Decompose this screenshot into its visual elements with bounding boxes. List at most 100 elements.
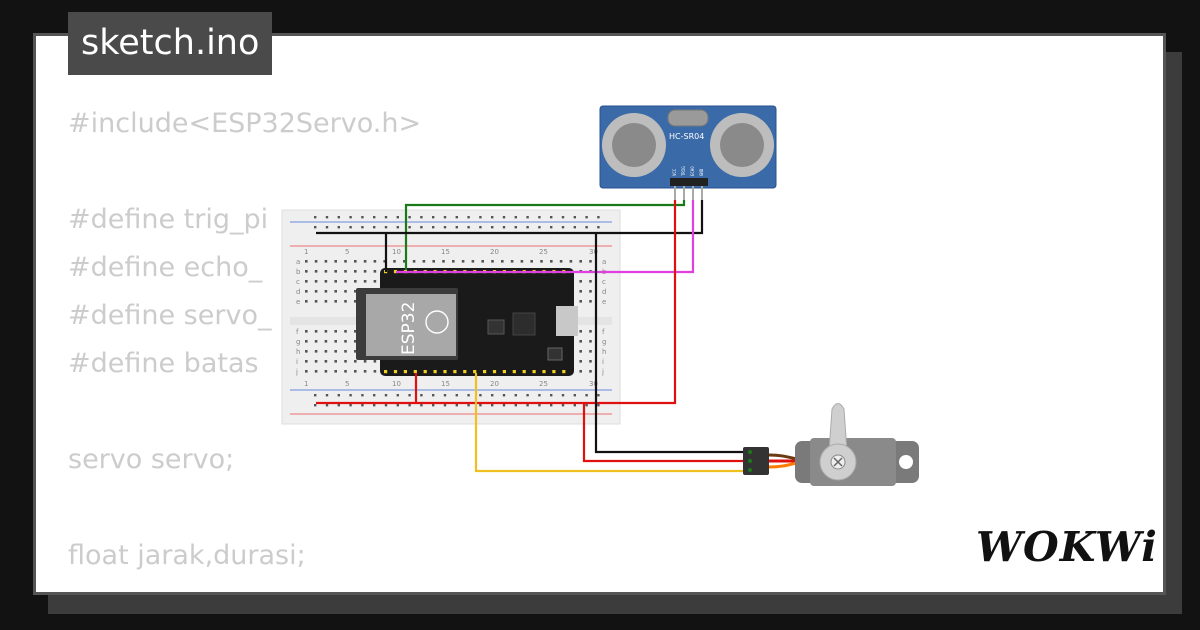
column-label: 30 bbox=[589, 380, 598, 388]
hole bbox=[579, 330, 582, 333]
hole bbox=[452, 260, 455, 263]
hole bbox=[432, 260, 435, 263]
code-line: #include<ESP32Servo.h> bbox=[68, 108, 422, 139]
hole bbox=[514, 404, 517, 407]
hole bbox=[403, 370, 407, 374]
row-label: a bbox=[602, 258, 606, 266]
hole bbox=[510, 260, 514, 263]
row-label: c bbox=[296, 278, 300, 286]
wire-vcc-rail bbox=[316, 200, 677, 405]
hole bbox=[314, 394, 317, 397]
hole bbox=[589, 340, 592, 343]
hole bbox=[324, 270, 328, 273]
hole bbox=[408, 404, 411, 407]
hole bbox=[514, 216, 517, 219]
hole bbox=[455, 216, 458, 219]
sensor-pin-label: VCC bbox=[672, 168, 677, 176]
hole bbox=[373, 360, 377, 363]
row-label: f bbox=[296, 328, 299, 336]
hole bbox=[314, 350, 318, 353]
row-label: j bbox=[601, 368, 604, 376]
hole bbox=[349, 404, 352, 407]
row-label: i bbox=[602, 358, 604, 366]
hole bbox=[361, 216, 364, 219]
hole bbox=[538, 226, 541, 229]
hole bbox=[305, 300, 308, 303]
hole bbox=[373, 404, 376, 407]
hole bbox=[573, 216, 576, 219]
hole bbox=[325, 404, 329, 407]
hole bbox=[383, 260, 386, 263]
hole bbox=[373, 270, 377, 273]
hole bbox=[479, 394, 482, 397]
code-line: #define batas bbox=[68, 348, 259, 379]
hole bbox=[334, 350, 337, 353]
hole bbox=[396, 216, 399, 219]
hole bbox=[354, 360, 357, 363]
hole bbox=[361, 394, 364, 397]
hole bbox=[337, 226, 340, 229]
hole bbox=[373, 260, 377, 263]
hole bbox=[314, 260, 318, 263]
hole bbox=[354, 370, 357, 373]
hole bbox=[562, 370, 566, 374]
hole bbox=[559, 260, 563, 263]
hole bbox=[455, 404, 458, 407]
hole bbox=[408, 226, 411, 229]
row-label: j bbox=[295, 368, 298, 376]
hole bbox=[334, 280, 337, 283]
hole bbox=[314, 226, 317, 229]
row-label: g bbox=[296, 338, 300, 346]
hole bbox=[502, 370, 506, 374]
reset-button[interactable] bbox=[547, 347, 563, 361]
hole bbox=[522, 370, 526, 374]
hole bbox=[393, 260, 396, 263]
hole bbox=[473, 370, 477, 374]
hole bbox=[384, 370, 388, 374]
hole bbox=[526, 216, 529, 219]
hole bbox=[579, 290, 582, 293]
hole bbox=[305, 340, 308, 343]
hole bbox=[354, 350, 357, 353]
hole bbox=[520, 260, 524, 263]
hole bbox=[530, 260, 533, 263]
hole bbox=[344, 340, 347, 343]
hole bbox=[453, 370, 457, 374]
hole bbox=[467, 394, 470, 397]
sensor-pin-label: TRIG bbox=[681, 166, 686, 176]
hole bbox=[344, 290, 347, 293]
hole bbox=[324, 300, 328, 303]
column-label: 10 bbox=[392, 380, 401, 388]
hole bbox=[514, 394, 517, 397]
row-label: b bbox=[296, 268, 301, 276]
hole bbox=[337, 394, 340, 397]
hole bbox=[512, 370, 516, 374]
hole bbox=[585, 394, 588, 397]
hole bbox=[314, 404, 317, 407]
hole bbox=[479, 404, 482, 407]
hole bbox=[561, 226, 565, 229]
ultrasonic-sensor: HC-SR04 VCC TRIG ECHO GND bbox=[599, 105, 777, 200]
hole bbox=[423, 370, 427, 374]
esp32-board: ESP32 bbox=[356, 268, 578, 376]
esp32-shield bbox=[366, 294, 456, 356]
hole bbox=[349, 226, 352, 229]
hole bbox=[337, 404, 340, 407]
hole bbox=[305, 350, 308, 353]
row-label: d bbox=[296, 288, 300, 296]
hole bbox=[396, 394, 399, 397]
hole bbox=[589, 330, 592, 333]
hole bbox=[550, 226, 553, 229]
hole bbox=[589, 260, 592, 263]
hole bbox=[579, 260, 582, 263]
hole bbox=[432, 394, 435, 397]
hole bbox=[585, 216, 588, 219]
hole bbox=[502, 226, 506, 229]
wokwi-logo[interactable]: WOKWi bbox=[976, 523, 1158, 571]
hole bbox=[373, 226, 376, 229]
hole bbox=[354, 270, 357, 273]
file-tab[interactable]: sketch.ino bbox=[68, 12, 273, 75]
row-label: e bbox=[296, 298, 300, 306]
hole bbox=[432, 216, 435, 219]
hole bbox=[373, 370, 377, 373]
